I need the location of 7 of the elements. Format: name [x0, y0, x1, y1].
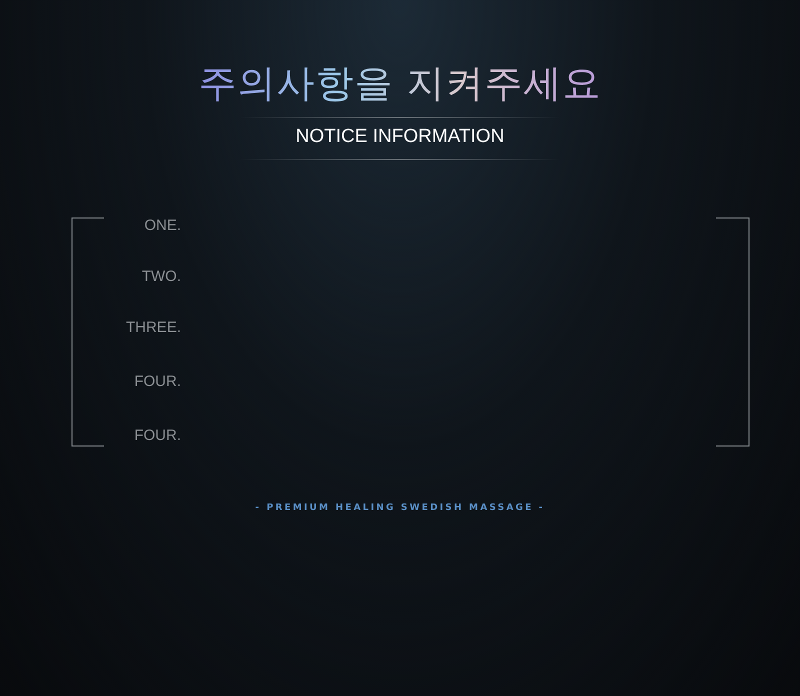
- footer-tagline: - PREMIUM HEALING SWEDISH MASSAGE -: [254, 503, 546, 513]
- list-number: FOUR.: [133, 427, 181, 444]
- subtitle: NOTICE INFORMATION: [294, 126, 506, 148]
- list-number: TWO.: [140, 268, 181, 285]
- list-number: FOUR.: [133, 373, 181, 390]
- list-number: THREE.: [124, 319, 181, 336]
- list-number: ONE.: [143, 217, 181, 234]
